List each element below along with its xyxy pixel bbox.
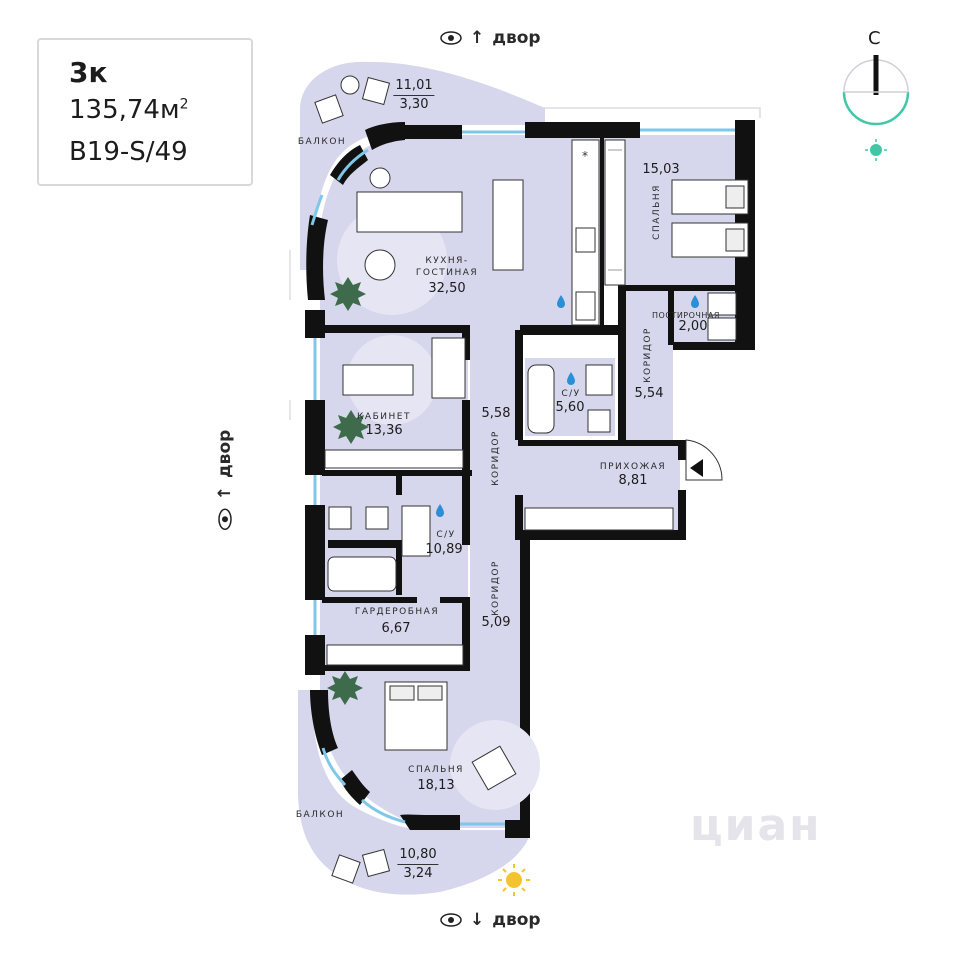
kitchen-label-1: КУХНЯ-: [425, 256, 469, 266]
total-area: 135,74м2: [69, 95, 189, 125]
bathtub-center: [527, 364, 613, 434]
kitchen-label-2: ГОСТИНАЯ: [415, 268, 479, 278]
bath-west-label: С/У: [436, 530, 456, 540]
bath-center-area: 5,60: [555, 400, 585, 415]
hall-wardrobe: [524, 507, 674, 531]
svg-text:*: *: [582, 149, 588, 163]
view-bottom-label: ↓ двор: [440, 910, 541, 930]
arrow-up-icon: ↑: [470, 28, 485, 48]
living-furniture: [356, 167, 524, 281]
corridor-center-floor: [470, 325, 520, 550]
beds-ne: [671, 179, 749, 258]
cabinet-furniture: [324, 337, 466, 469]
building-outline: [289, 107, 761, 420]
compass-icon: [842, 55, 910, 161]
sun-icon: [498, 864, 530, 896]
balcony-top-area: 11,01 3,30: [393, 78, 435, 112]
eye-icon: [218, 508, 232, 531]
apartment-code: B19-S/49: [69, 137, 188, 167]
eye-icon: [440, 31, 462, 45]
wardrobe-label: ГАРДЕРОБНАЯ: [354, 607, 440, 617]
arrow-down-icon: ↓: [470, 910, 485, 930]
apartment-summary-card: 3к 135,74м2 B19-S/49: [37, 38, 253, 186]
bedroom-ne-wardrobe: [604, 139, 626, 286]
kitchen-counter: *: [571, 139, 600, 326]
corridor-center-area: 5,58: [481, 406, 511, 421]
room-count: 3к: [69, 56, 108, 89]
cabinet-label: КАБИНЕТ: [357, 412, 411, 422]
corridor-center-label: КОРИДОР: [491, 430, 501, 486]
bedroom-ne-label: СПАЛЬНЯ: [652, 184, 662, 240]
corridor-south-label: КОРИДОР: [491, 560, 501, 616]
balcony-bottom-area: 10,80 3,24: [397, 847, 439, 881]
kitchen-area: 32,50: [428, 281, 466, 296]
bedroom-south-label: СПАЛЬНЯ: [408, 765, 464, 775]
balcony-top-floor: [300, 61, 545, 271]
corridor-east-label: КОРИДОР: [643, 327, 653, 383]
hall-label: ПРИХОЖАЯ: [599, 462, 667, 472]
bedroom-ne-area: 15,03: [642, 162, 680, 177]
plants: [327, 277, 369, 705]
arrow-up-icon: ↑: [215, 486, 235, 501]
laundry-area: 2,00: [678, 319, 708, 334]
balcony-chairs: [314, 75, 391, 884]
watermark: циан: [690, 800, 822, 851]
corridor-east-area: 5,54: [634, 386, 664, 401]
wardrobe-storage: [326, 644, 464, 666]
wardrobe-area: 6,67: [381, 621, 411, 636]
balcony-bottom-floor: [298, 690, 530, 895]
entrance-marker: [685, 439, 723, 481]
view-top-label: ↑ двор: [440, 28, 541, 48]
water-icons: [436, 295, 699, 517]
corridor-east-floor: [625, 290, 673, 440]
view-left-label: ↑ двор: [215, 430, 235, 531]
hall-area: 8,81: [618, 473, 648, 488]
laundry-label: ПОСТИРОЧНАЯ: [652, 311, 720, 320]
walls: [305, 120, 755, 838]
windows: [310, 128, 735, 826]
laundry-appliances: [707, 292, 737, 341]
bath-center-label: С/У: [561, 389, 581, 399]
bed-south: [384, 681, 517, 791]
corridor-south-floor: [470, 550, 520, 670]
compass-north-label: С: [868, 28, 881, 49]
bath-west-area: 10,89: [425, 542, 463, 557]
bath-west-fixtures: [327, 505, 431, 592]
balcony-bottom-label: БАЛКОН: [295, 810, 345, 820]
bedroom-south-area: 18,13: [417, 778, 455, 793]
balcony-top-label: БАЛКОН: [297, 137, 347, 147]
cabinet-area: 13,36: [365, 423, 403, 438]
eye-icon: [440, 913, 462, 927]
corridor-south-area: 5,09: [481, 615, 511, 630]
